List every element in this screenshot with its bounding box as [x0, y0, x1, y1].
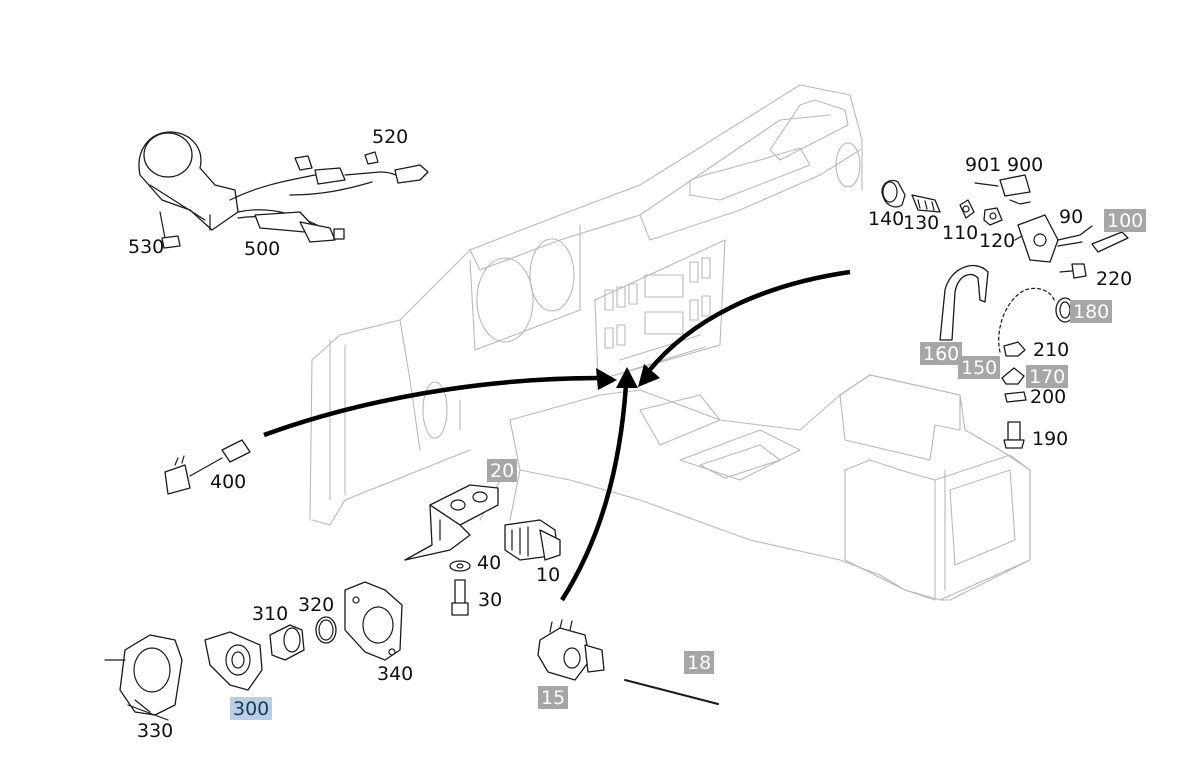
- callout-520[interactable]: 520: [372, 126, 409, 148]
- part-20-bracket: [404, 484, 499, 561]
- part-40-washer: [449, 560, 471, 572]
- callout-15[interactable]: 15: [538, 686, 569, 709]
- callout-180[interactable]: 180: [1070, 300, 1113, 323]
- callout-90[interactable]: 90: [1059, 206, 1084, 228]
- callout-500[interactable]: 500: [244, 238, 281, 260]
- callout-320[interactable]: 320: [298, 594, 335, 616]
- callout-120[interactable]: 120: [979, 230, 1016, 252]
- callout-10[interactable]: 10: [536, 564, 561, 586]
- part-300-mount: [204, 631, 263, 691]
- callout-100[interactable]: 100: [1104, 209, 1147, 232]
- callout-220[interactable]: 220: [1096, 268, 1133, 290]
- callout-30[interactable]: 30: [478, 589, 503, 611]
- callout-170[interactable]: 170: [1026, 365, 1069, 388]
- callout-20[interactable]: 20: [487, 459, 518, 482]
- callout-200[interactable]: 200: [1030, 386, 1067, 408]
- callout-901[interactable]: 901: [965, 154, 1002, 176]
- part-400: [164, 439, 251, 495]
- part-18-rod: [624, 679, 719, 705]
- part-330-housing: [104, 634, 183, 721]
- part-320-ring: [315, 616, 337, 644]
- callout-130[interactable]: 130: [903, 212, 940, 234]
- callout-530[interactable]: 530: [128, 236, 165, 258]
- callout-210[interactable]: 210: [1033, 339, 1070, 361]
- callout-900[interactable]: 900: [1007, 154, 1044, 176]
- part-10-switch: [504, 519, 561, 561]
- part-500-harness: [138, 131, 429, 249]
- part-310-sleeve: [269, 624, 305, 661]
- part-30-bolt: [451, 579, 469, 616]
- callout-340[interactable]: 340: [377, 663, 414, 685]
- part-340-plate: [344, 581, 403, 661]
- dashboard-sketch: [309, 84, 1031, 601]
- part-15-ignition: [537, 619, 605, 681]
- callout-400[interactable]: 400: [210, 471, 247, 493]
- callout-150[interactable]: 150: [958, 356, 1001, 379]
- callout-300-selected[interactable]: 300: [230, 697, 273, 720]
- callout-18[interactable]: 18: [684, 651, 715, 674]
- callout-190[interactable]: 190: [1032, 428, 1069, 450]
- callout-330[interactable]: 330: [137, 720, 174, 742]
- callout-110[interactable]: 110: [942, 222, 979, 244]
- indicator-arrows: [263, 269, 851, 602]
- part-cluster-right: [881, 174, 1129, 449]
- callout-310[interactable]: 310: [252, 603, 289, 625]
- callout-40[interactable]: 40: [477, 552, 502, 574]
- callout-140[interactable]: 140: [868, 208, 905, 230]
- callout-160[interactable]: 160: [920, 342, 963, 365]
